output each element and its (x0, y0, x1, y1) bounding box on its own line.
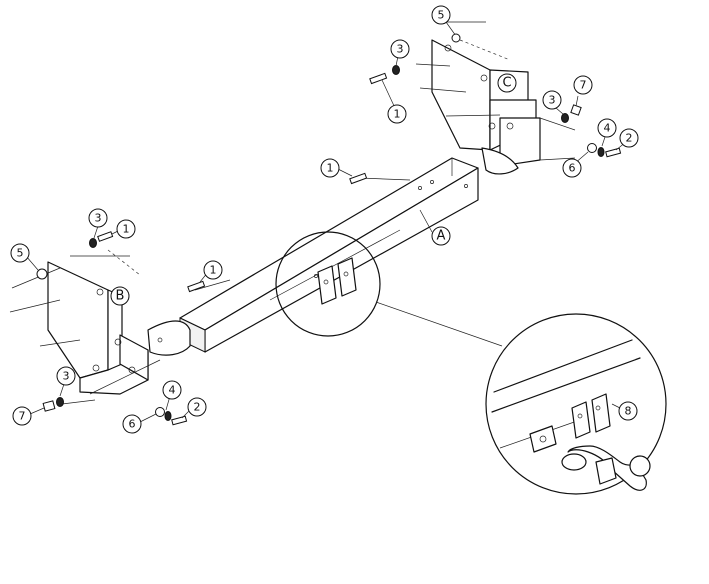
washer-4-bottom (164, 411, 172, 421)
bolt-1-top (369, 72, 396, 109)
callout-3-left: 3 (88, 208, 108, 228)
guide-line (107, 249, 141, 276)
leader-line (59, 383, 65, 397)
washer-3-right (561, 113, 569, 123)
washer-5-top (451, 33, 461, 43)
leader-line (611, 403, 621, 409)
callout-label: 3 (397, 43, 404, 56)
callout-label: 2 (194, 401, 201, 414)
bolt-1-mid (349, 172, 368, 185)
washer-3-top (392, 65, 400, 75)
guide-line (419, 87, 467, 93)
callout-5-left: 5 (10, 243, 30, 263)
guide-line (459, 39, 511, 61)
nut-7-top (570, 95, 582, 116)
callout-4-bottom: 4 (162, 380, 182, 400)
leader-line (445, 21, 457, 37)
callout-1-left: 1 (116, 219, 136, 239)
detail-source-circle (275, 231, 381, 337)
washer-4-right (597, 147, 605, 157)
washer-6-right (587, 143, 597, 153)
callout-6-bottom: 6 (122, 414, 142, 434)
callout-label: 1 (210, 264, 217, 277)
callout-3-right: 3 (542, 90, 562, 110)
callout-label: 3 (95, 212, 102, 225)
callout-label: 1 (123, 223, 130, 236)
leader-line (555, 107, 564, 115)
callout-label: 3 (63, 370, 70, 383)
guide-line (415, 63, 451, 67)
callout-5-top: 5 (431, 5, 451, 25)
callout-2-bottom: 2 (187, 397, 207, 417)
part-letter-c: C (497, 73, 517, 93)
bolt-2-bottom (171, 415, 188, 426)
bolt-1-center (187, 280, 206, 293)
callout-7-top: 7 (573, 75, 593, 95)
part-letter-b: B (110, 286, 130, 306)
left-bracket-b (47, 261, 191, 395)
callout-8-detail: 8 (618, 401, 638, 421)
bolt-2-right (605, 147, 622, 158)
callout-label: 2 (626, 132, 633, 145)
washer-3-left (89, 238, 97, 248)
guide-line (61, 399, 96, 405)
leader-line (29, 407, 45, 415)
callout-label: 8 (625, 405, 632, 418)
callout-1-top: 1 (387, 104, 407, 124)
callout-label: 1 (327, 162, 334, 175)
callout-3-top: 3 (390, 39, 410, 59)
right-bracket-c (431, 39, 541, 175)
guide-line (269, 229, 401, 301)
part-letter-a: A (431, 226, 451, 246)
bolt-1-left (97, 231, 114, 242)
detail-view (485, 313, 667, 495)
leader-line (419, 209, 433, 233)
nut-7-bottom (42, 400, 56, 412)
callout-label: 6 (129, 418, 136, 431)
washer-6-bottom (155, 407, 165, 417)
washer-3-bottom (56, 397, 64, 407)
part-letter: B (116, 289, 125, 304)
callout-label: 4 (169, 384, 176, 397)
guide-line (9, 299, 61, 313)
callout-6-right: 6 (562, 158, 582, 178)
callout-1-mid: 1 (320, 158, 340, 178)
callout-label: 5 (438, 9, 445, 22)
guide-line (194, 279, 231, 291)
guide-line (11, 267, 61, 289)
callout-7-bottom: 7 (12, 406, 32, 426)
tow-ball (629, 455, 651, 477)
callout-4-right: 4 (597, 118, 617, 138)
callout-label: 4 (604, 122, 611, 135)
crossbar-a (179, 157, 479, 353)
guide-line (445, 114, 501, 117)
guide-line (39, 339, 81, 347)
guide-line (539, 117, 576, 131)
callout-label: 1 (394, 108, 401, 121)
leader-line (93, 225, 99, 239)
part-letter: A (437, 229, 446, 244)
callout-label: 7 (19, 410, 26, 423)
detail-view-circle (485, 313, 667, 495)
callout-label: 5 (17, 247, 24, 260)
callout-1-center: 1 (203, 260, 223, 280)
guide-line (539, 157, 576, 161)
callout-label: 7 (580, 79, 587, 92)
callout-3-bottom: 3 (56, 366, 76, 386)
callout-2-right: 2 (619, 128, 639, 148)
part-letter: C (502, 76, 511, 91)
callout-label: 6 (569, 162, 576, 175)
detail-connector-line (375, 301, 503, 347)
guide-line (359, 177, 411, 181)
washer-5-left (36, 268, 48, 280)
callout-label: 3 (549, 94, 556, 107)
guide-line (89, 359, 161, 395)
tow-ball-bracket-small (314, 257, 357, 305)
leader-line (139, 413, 157, 423)
leader-line (25, 255, 39, 271)
